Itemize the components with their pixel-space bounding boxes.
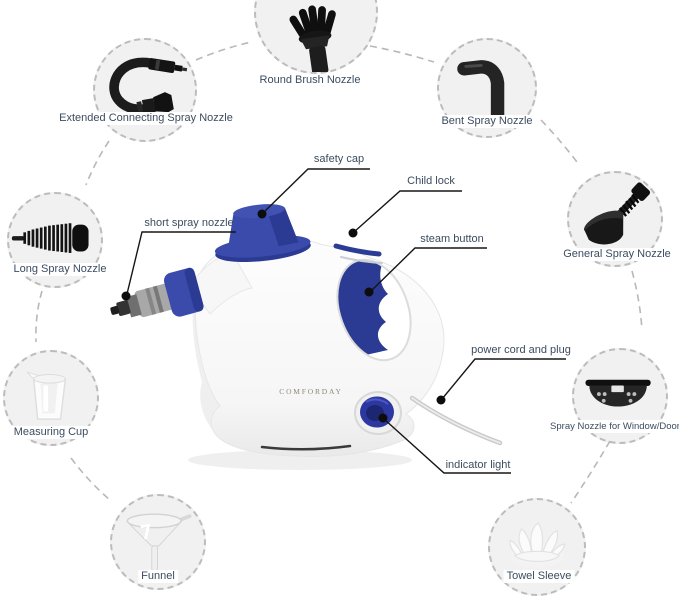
floor-shadow xyxy=(188,450,412,470)
power-cord-part xyxy=(409,395,503,446)
label-spray-nozzle-window-door: Spray Nozzle for Window/Door xyxy=(547,420,679,433)
round-brush-icon xyxy=(289,5,336,72)
label-extended-connecting-spray-nozzle: Extended Connecting Spray Nozzle xyxy=(56,112,236,125)
label-round-brush-nozzle: Round Brush Nozzle xyxy=(256,74,364,87)
label-bent-spray-nozzle: Bent Spray Nozzle xyxy=(438,115,536,128)
round-brush-nozzle-bubble xyxy=(254,0,378,74)
base-vent-slot xyxy=(260,444,352,451)
label-towel-sleeve: Towel Sleeve xyxy=(503,570,575,583)
bubble-connector-dashes xyxy=(35,41,643,504)
label-indicator-light: indicator light xyxy=(445,459,511,471)
callout-leader-lines xyxy=(126,168,566,474)
callout-dots xyxy=(121,209,446,423)
label-general-spray-nozzle: General Spray Nozzle xyxy=(560,248,674,261)
extended-hose-icon xyxy=(109,57,188,115)
label-measuring-cup: Measuring Cup xyxy=(10,426,92,439)
long-spray-icon xyxy=(11,223,89,253)
label-child-lock: Child lock xyxy=(407,175,455,187)
label-safety-cap: safety cap xyxy=(313,153,365,165)
label-funnel: Funnel xyxy=(138,570,178,583)
label-long-spray-nozzle: Long Spray Nozzle xyxy=(10,263,110,276)
label-power-cord-and-plug: power cord and plug xyxy=(471,344,571,356)
brand-text: COMFORDAY xyxy=(279,387,342,396)
short-spray-nozzle-part xyxy=(110,251,253,318)
safety-cap-part xyxy=(214,204,311,262)
towel-icon xyxy=(509,522,566,569)
child-lock-part xyxy=(333,243,383,264)
general-spray-icon xyxy=(584,182,651,245)
measuring-cup-icon xyxy=(26,371,67,420)
label-steam-button: steam button xyxy=(420,233,484,245)
bent-nozzle-icon xyxy=(457,60,505,124)
funnel-icon xyxy=(126,513,192,572)
label-short-spray-nozzle: short spray nozzle xyxy=(144,217,234,229)
window-squeegee-icon xyxy=(585,379,651,407)
